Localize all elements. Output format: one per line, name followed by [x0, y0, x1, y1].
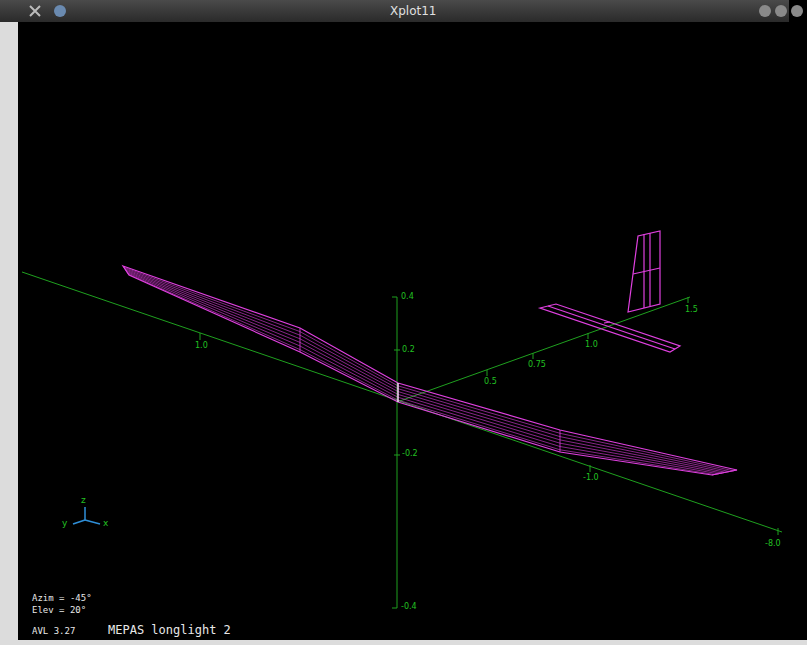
axes	[22, 272, 782, 608]
axis-letter: z	[81, 496, 86, 505]
view-angle: Azim = -45°	[32, 594, 92, 603]
case-name: MEPAS longlight 2	[108, 624, 231, 636]
axis-letter: y	[62, 519, 67, 528]
horizontal-tail	[540, 304, 680, 352]
axis-tick: 1.0	[194, 342, 209, 350]
vertical-tail	[628, 231, 660, 312]
axis-tick: -8.0	[764, 540, 782, 548]
axis-letter: x	[103, 519, 108, 528]
axis-tick: -0.4	[400, 603, 418, 611]
version-text: AVL 3.27	[32, 627, 75, 636]
axis-tick: -1.0	[582, 474, 600, 482]
axis-triad	[73, 507, 100, 524]
view-angle: Elev = 20°	[32, 606, 86, 615]
axis-tick: 1.5	[684, 306, 699, 314]
axis-tick: 0.75	[527, 361, 547, 369]
plot-window	[18, 0, 807, 640]
axis-tick: 0.4	[400, 293, 415, 301]
window-title: Xplot11	[390, 5, 437, 17]
axis-tick: 0.5	[483, 378, 498, 386]
wing	[123, 266, 737, 475]
axis-tick: -0.2	[401, 450, 419, 458]
window-icons	[30, 5, 803, 17]
axis-tick: 0.2	[401, 346, 416, 354]
axis-tick: 1.0	[584, 341, 599, 349]
